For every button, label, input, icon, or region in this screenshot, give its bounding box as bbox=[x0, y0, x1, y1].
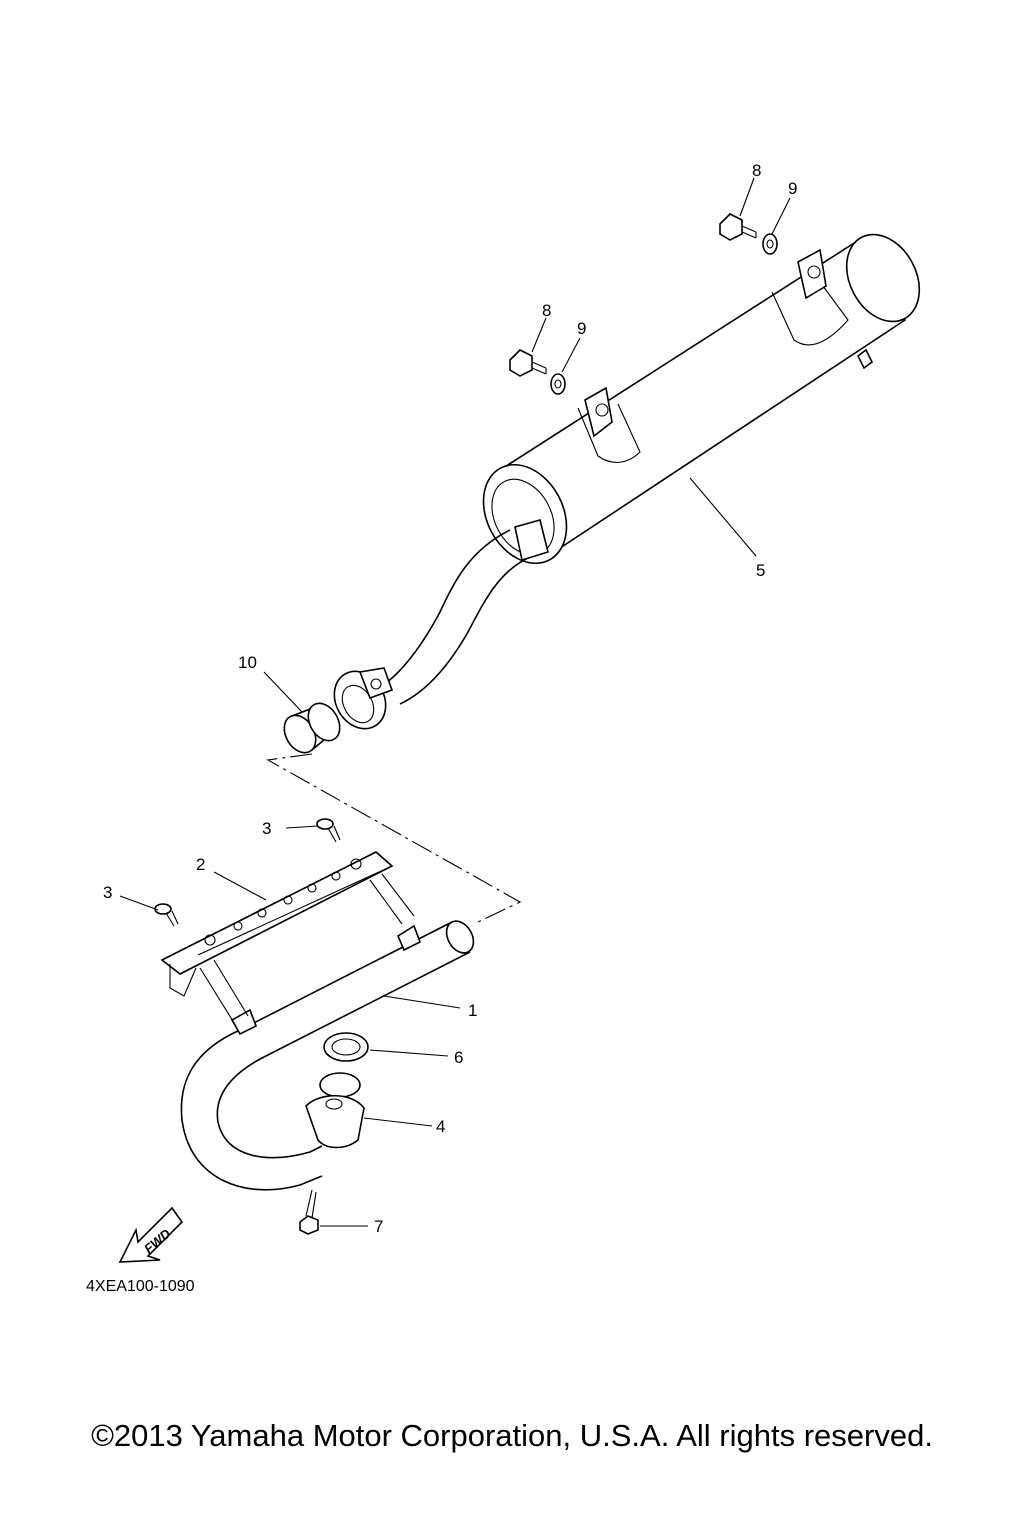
bolt-lower bbox=[509, 349, 547, 377]
exhaust-gasket bbox=[323, 1032, 369, 1062]
bolt-upper bbox=[719, 213, 757, 241]
callout-3-upper: 3 bbox=[262, 819, 271, 838]
callout-9-upper: 9 bbox=[788, 179, 797, 198]
callout-8-lower: 8 bbox=[542, 301, 551, 320]
heat-protector bbox=[160, 851, 415, 1027]
callout-1: 1 bbox=[468, 1001, 477, 1020]
alignment-line bbox=[266, 753, 522, 923]
gasket-sleeve bbox=[283, 702, 341, 754]
washer-upper bbox=[762, 233, 778, 255]
callout-3-lower: 3 bbox=[103, 883, 112, 902]
muffler bbox=[482, 233, 921, 565]
callout-6: 6 bbox=[454, 1048, 463, 1067]
callout-9-lower: 9 bbox=[577, 319, 586, 338]
bolt-7 bbox=[299, 1189, 319, 1235]
leader-lines bbox=[119, 177, 791, 1227]
callout-8-upper: 8 bbox=[752, 161, 761, 180]
copyright-notice: ©2013 Yamaha Motor Corporation, U.S.A. A… bbox=[91, 1418, 933, 1453]
exhaust-joint bbox=[305, 1072, 365, 1149]
callout-10: 10 bbox=[238, 653, 257, 672]
screw-upper bbox=[316, 818, 341, 843]
callout-5: 5 bbox=[756, 561, 765, 580]
callout-7: 7 bbox=[374, 1217, 383, 1236]
washer-lower bbox=[550, 373, 566, 395]
forward-arrow-icon: FWD bbox=[118, 1206, 184, 1263]
diagram-code: 4XEA100-1090 bbox=[86, 1278, 195, 1295]
muffler-inlet-pipe bbox=[381, 519, 549, 705]
callout-4: 4 bbox=[436, 1117, 445, 1136]
exhaust-header-pipe bbox=[180, 920, 475, 1191]
screw-lower bbox=[154, 903, 179, 927]
pipe-clamp bbox=[333, 667, 394, 730]
callout-2: 2 bbox=[196, 855, 205, 874]
